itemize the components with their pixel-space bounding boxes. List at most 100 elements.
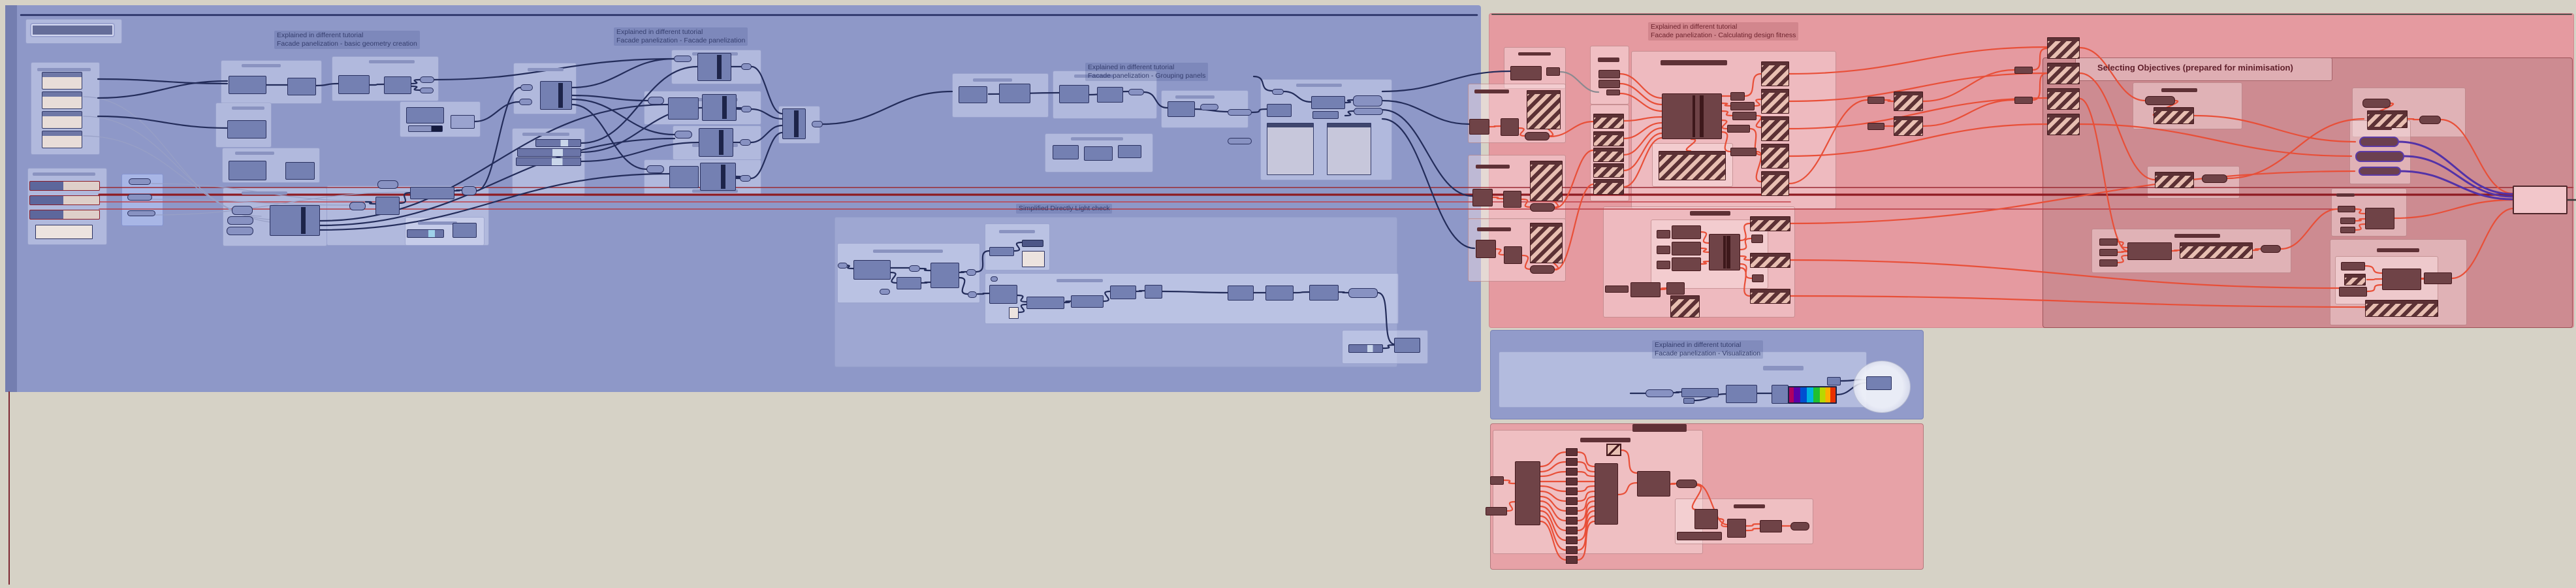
- maroon-node[interactable]: [1672, 257, 1701, 271]
- maroon-node[interactable]: [1657, 246, 1670, 254]
- capsule-node[interactable]: [1228, 109, 1252, 116]
- cell-node[interactable]: [1566, 497, 1578, 505]
- maroon-node[interactable]: [2341, 262, 2365, 270]
- maroon-node[interactable]: [1501, 118, 1519, 136]
- capsule-node[interactable]: [520, 84, 533, 91]
- capsule-node[interactable]: [420, 88, 434, 93]
- group-objectives[interactable]: [2043, 57, 2573, 328]
- cluster-node[interactable]: [699, 128, 733, 157]
- maroon-node[interactable]: [2365, 208, 2394, 229]
- hatch-node[interactable]: [2367, 110, 2408, 128]
- capsule-node[interactable]: [1228, 138, 1252, 144]
- slider-node[interactable]: [517, 148, 581, 157]
- capsule-m-node[interactable]: [2419, 116, 2441, 124]
- slider-red-node[interactable]: [29, 181, 100, 191]
- hatch-node[interactable]: [1593, 163, 1624, 178]
- cluster-node[interactable]: [702, 94, 737, 121]
- node-node[interactable]: [1110, 286, 1136, 299]
- capsule-node[interactable]: [232, 206, 253, 215]
- capsule-node[interactable]: [349, 202, 366, 210]
- capsule-node[interactable]: [741, 106, 752, 112]
- capsule-node[interactable]: [675, 131, 692, 139]
- capsule-node[interactable]: [740, 139, 751, 146]
- gradient-node[interactable]: [1788, 386, 1837, 404]
- hatch-node[interactable]: [1761, 171, 1789, 196]
- slider-node[interactable]: [535, 139, 581, 147]
- maroon-node[interactable]: [1503, 191, 1521, 208]
- hatch-node[interactable]: [2047, 37, 2080, 59]
- maroon-node[interactable]: [1751, 235, 1763, 243]
- capsule-m-node[interactable]: [1525, 132, 1550, 140]
- node-node[interactable]: [669, 166, 699, 188]
- node-node[interactable]: [227, 120, 266, 139]
- maroon-node[interactable]: [2099, 238, 2118, 246]
- maroon-node[interactable]: [2127, 242, 2172, 260]
- maroon-node[interactable]: [1730, 92, 1745, 101]
- node-node[interactable]: [338, 75, 370, 94]
- maroon-node[interactable]: [2424, 272, 2452, 284]
- node-node[interactable]: [229, 161, 266, 180]
- node-node[interactable]: [959, 86, 987, 103]
- capsule-m-node[interactable]: [1790, 522, 1809, 531]
- hatch-node[interactable]: [2047, 114, 2080, 135]
- final-node[interactable]: [2513, 186, 2568, 214]
- node-node[interactable]: [406, 107, 444, 123]
- node-node[interactable]: [668, 97, 699, 120]
- capsule-node[interactable]: [740, 175, 751, 182]
- maroon-node[interactable]: [2339, 287, 2367, 297]
- maroon-node[interactable]: [1605, 286, 1629, 293]
- node-node[interactable]: [1265, 286, 1294, 301]
- node-node[interactable]: [1726, 385, 1757, 403]
- node-node[interactable]: [384, 76, 411, 94]
- capsule-m-node[interactable]: [2261, 245, 2281, 253]
- hatch-node[interactable]: [1750, 253, 1790, 268]
- cluster-node[interactable]: [270, 205, 320, 236]
- node-node[interactable]: [229, 76, 266, 94]
- node-node[interactable]: [453, 223, 477, 238]
- maroon-node[interactable]: [1868, 123, 1884, 130]
- maroon-node[interactable]: [1476, 240, 1496, 258]
- capsule-node[interactable]: [127, 210, 155, 216]
- hatch-node[interactable]: [1527, 90, 1561, 129]
- node-dark-node[interactable]: [1022, 240, 1043, 247]
- node-node[interactable]: [1866, 376, 1892, 390]
- maroon-node[interactable]: [2014, 97, 2033, 104]
- capsule-node[interactable]: [1646, 389, 1674, 397]
- capsule-p-node[interactable]: [2355, 151, 2404, 162]
- cluster-node[interactable]: [700, 163, 736, 191]
- capsule-node[interactable]: [674, 56, 692, 62]
- node-node[interactable]: [1681, 388, 1719, 397]
- hatch-node[interactable]: [2365, 300, 2438, 317]
- node-node[interactable]: [410, 187, 454, 199]
- hatch-node[interactable]: [1750, 289, 1790, 304]
- cell-node[interactable]: [1566, 517, 1578, 525]
- node-node[interactable]: [999, 84, 1030, 103]
- maroon-node[interactable]: [1510, 66, 1542, 80]
- hatch-node[interactable]: [2047, 63, 2080, 84]
- panel-pale-node[interactable]: [1267, 123, 1314, 175]
- cell-node[interactable]: [1566, 478, 1578, 485]
- group-visualization[interactable]: [1490, 330, 1924, 419]
- io-node[interactable]: [42, 72, 82, 90]
- node-node[interactable]: [930, 263, 959, 288]
- capsule-node[interactable]: [741, 63, 752, 70]
- cluster-m-node[interactable]: [1709, 234, 1740, 270]
- cell-node[interactable]: [1566, 448, 1578, 456]
- cluster-node[interactable]: [782, 108, 806, 139]
- panel-pale-node[interactable]: [1327, 123, 1371, 175]
- io-node[interactable]: [42, 91, 82, 109]
- maroon-node[interactable]: [2099, 259, 2118, 267]
- capsule-node[interactable]: [991, 276, 998, 282]
- cell-node[interactable]: [1566, 458, 1578, 466]
- maroon-node[interactable]: [2382, 269, 2421, 290]
- capsule-m-node[interactable]: [2145, 96, 2175, 105]
- capsule-node[interactable]: [1354, 108, 1383, 115]
- node-node[interactable]: [1084, 146, 1113, 161]
- hatch-node[interactable]: [1530, 223, 1563, 263]
- panel-node[interactable]: [35, 225, 93, 239]
- capsule-m-node[interactable]: [2362, 99, 2391, 108]
- capsule-node[interactable]: [1353, 95, 1382, 106]
- capsule-node[interactable]: [1348, 288, 1378, 298]
- node-node[interactable]: [1827, 377, 1841, 385]
